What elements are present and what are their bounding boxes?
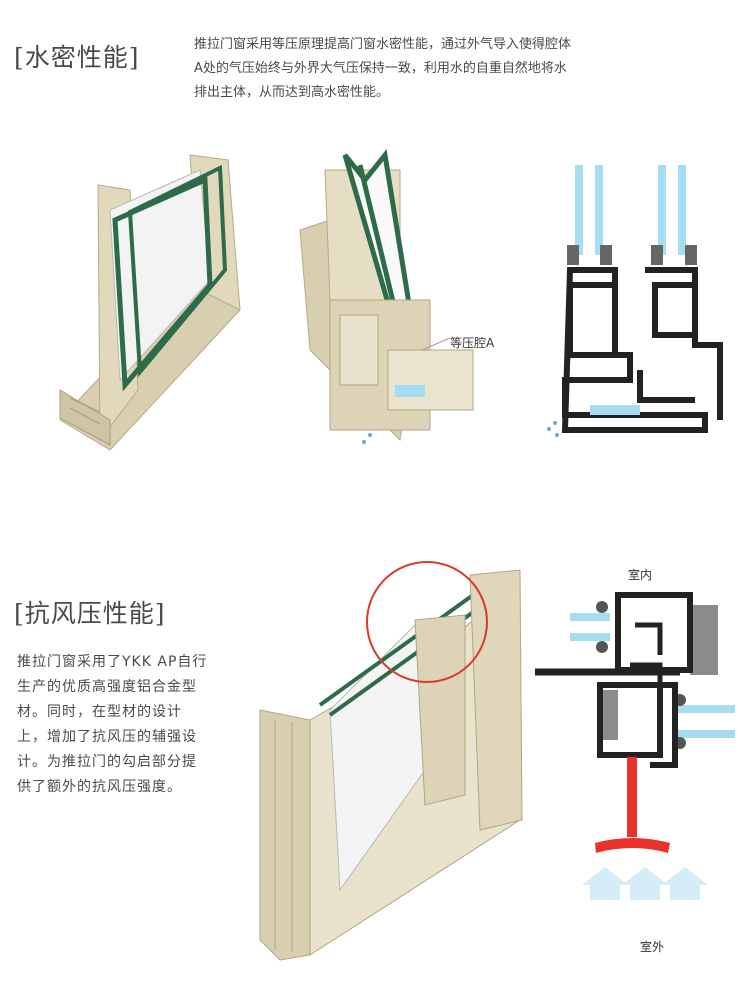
wind-description-line: 生产的优质高强度铝合金型	[17, 679, 197, 695]
wind-description-line: 推拉门窗采用了YKK AP自行	[17, 654, 208, 670]
pressure-chamber-cutaway-image	[299, 149, 474, 444]
wind-description: 推拉门窗采用了YKK AP自行 生产的优质高强度铝合金型 材。同时，在型材的设计…	[17, 650, 237, 800]
indoor-label: 室内	[628, 568, 653, 582]
wind-description-line: 计。为推拉门的勾启部分提	[17, 754, 197, 770]
wind-description-line: 上，增加了抗风压的辅强设	[17, 729, 197, 745]
wind-description-line: 材。同时，在型材的设计	[17, 704, 182, 720]
sliding-door-profile-image	[259, 561, 523, 961]
window-corner-profile-image	[59, 154, 241, 451]
chamber-a-label: 等压腔A	[450, 336, 495, 350]
water-description-line: 排出主体，从而达到高水密性能。	[194, 85, 390, 100]
water-description: 推拉门窗采用等压原理提高门窗水密性能，通过外气导入使得腔体 A处的气压始终与外界…	[194, 33, 694, 105]
water-description-line: A处的气压始终与外界大气压保持一致，利用水的自重自然地将水	[194, 61, 567, 76]
water-section-title: [水密性能]	[14, 43, 140, 72]
outdoor-label: 室外	[640, 940, 665, 954]
wind-cross-section-diagram	[535, 592, 735, 900]
wind-description-line: 供了额外的抗风压强度。	[17, 779, 182, 795]
water-cross-section-diagram	[547, 165, 723, 437]
water-description-line: 推拉门窗采用等压原理提高门窗水密性能，通过外气导入使得腔体	[194, 37, 572, 52]
wind-section-title: [抗风压性能]	[14, 599, 166, 628]
